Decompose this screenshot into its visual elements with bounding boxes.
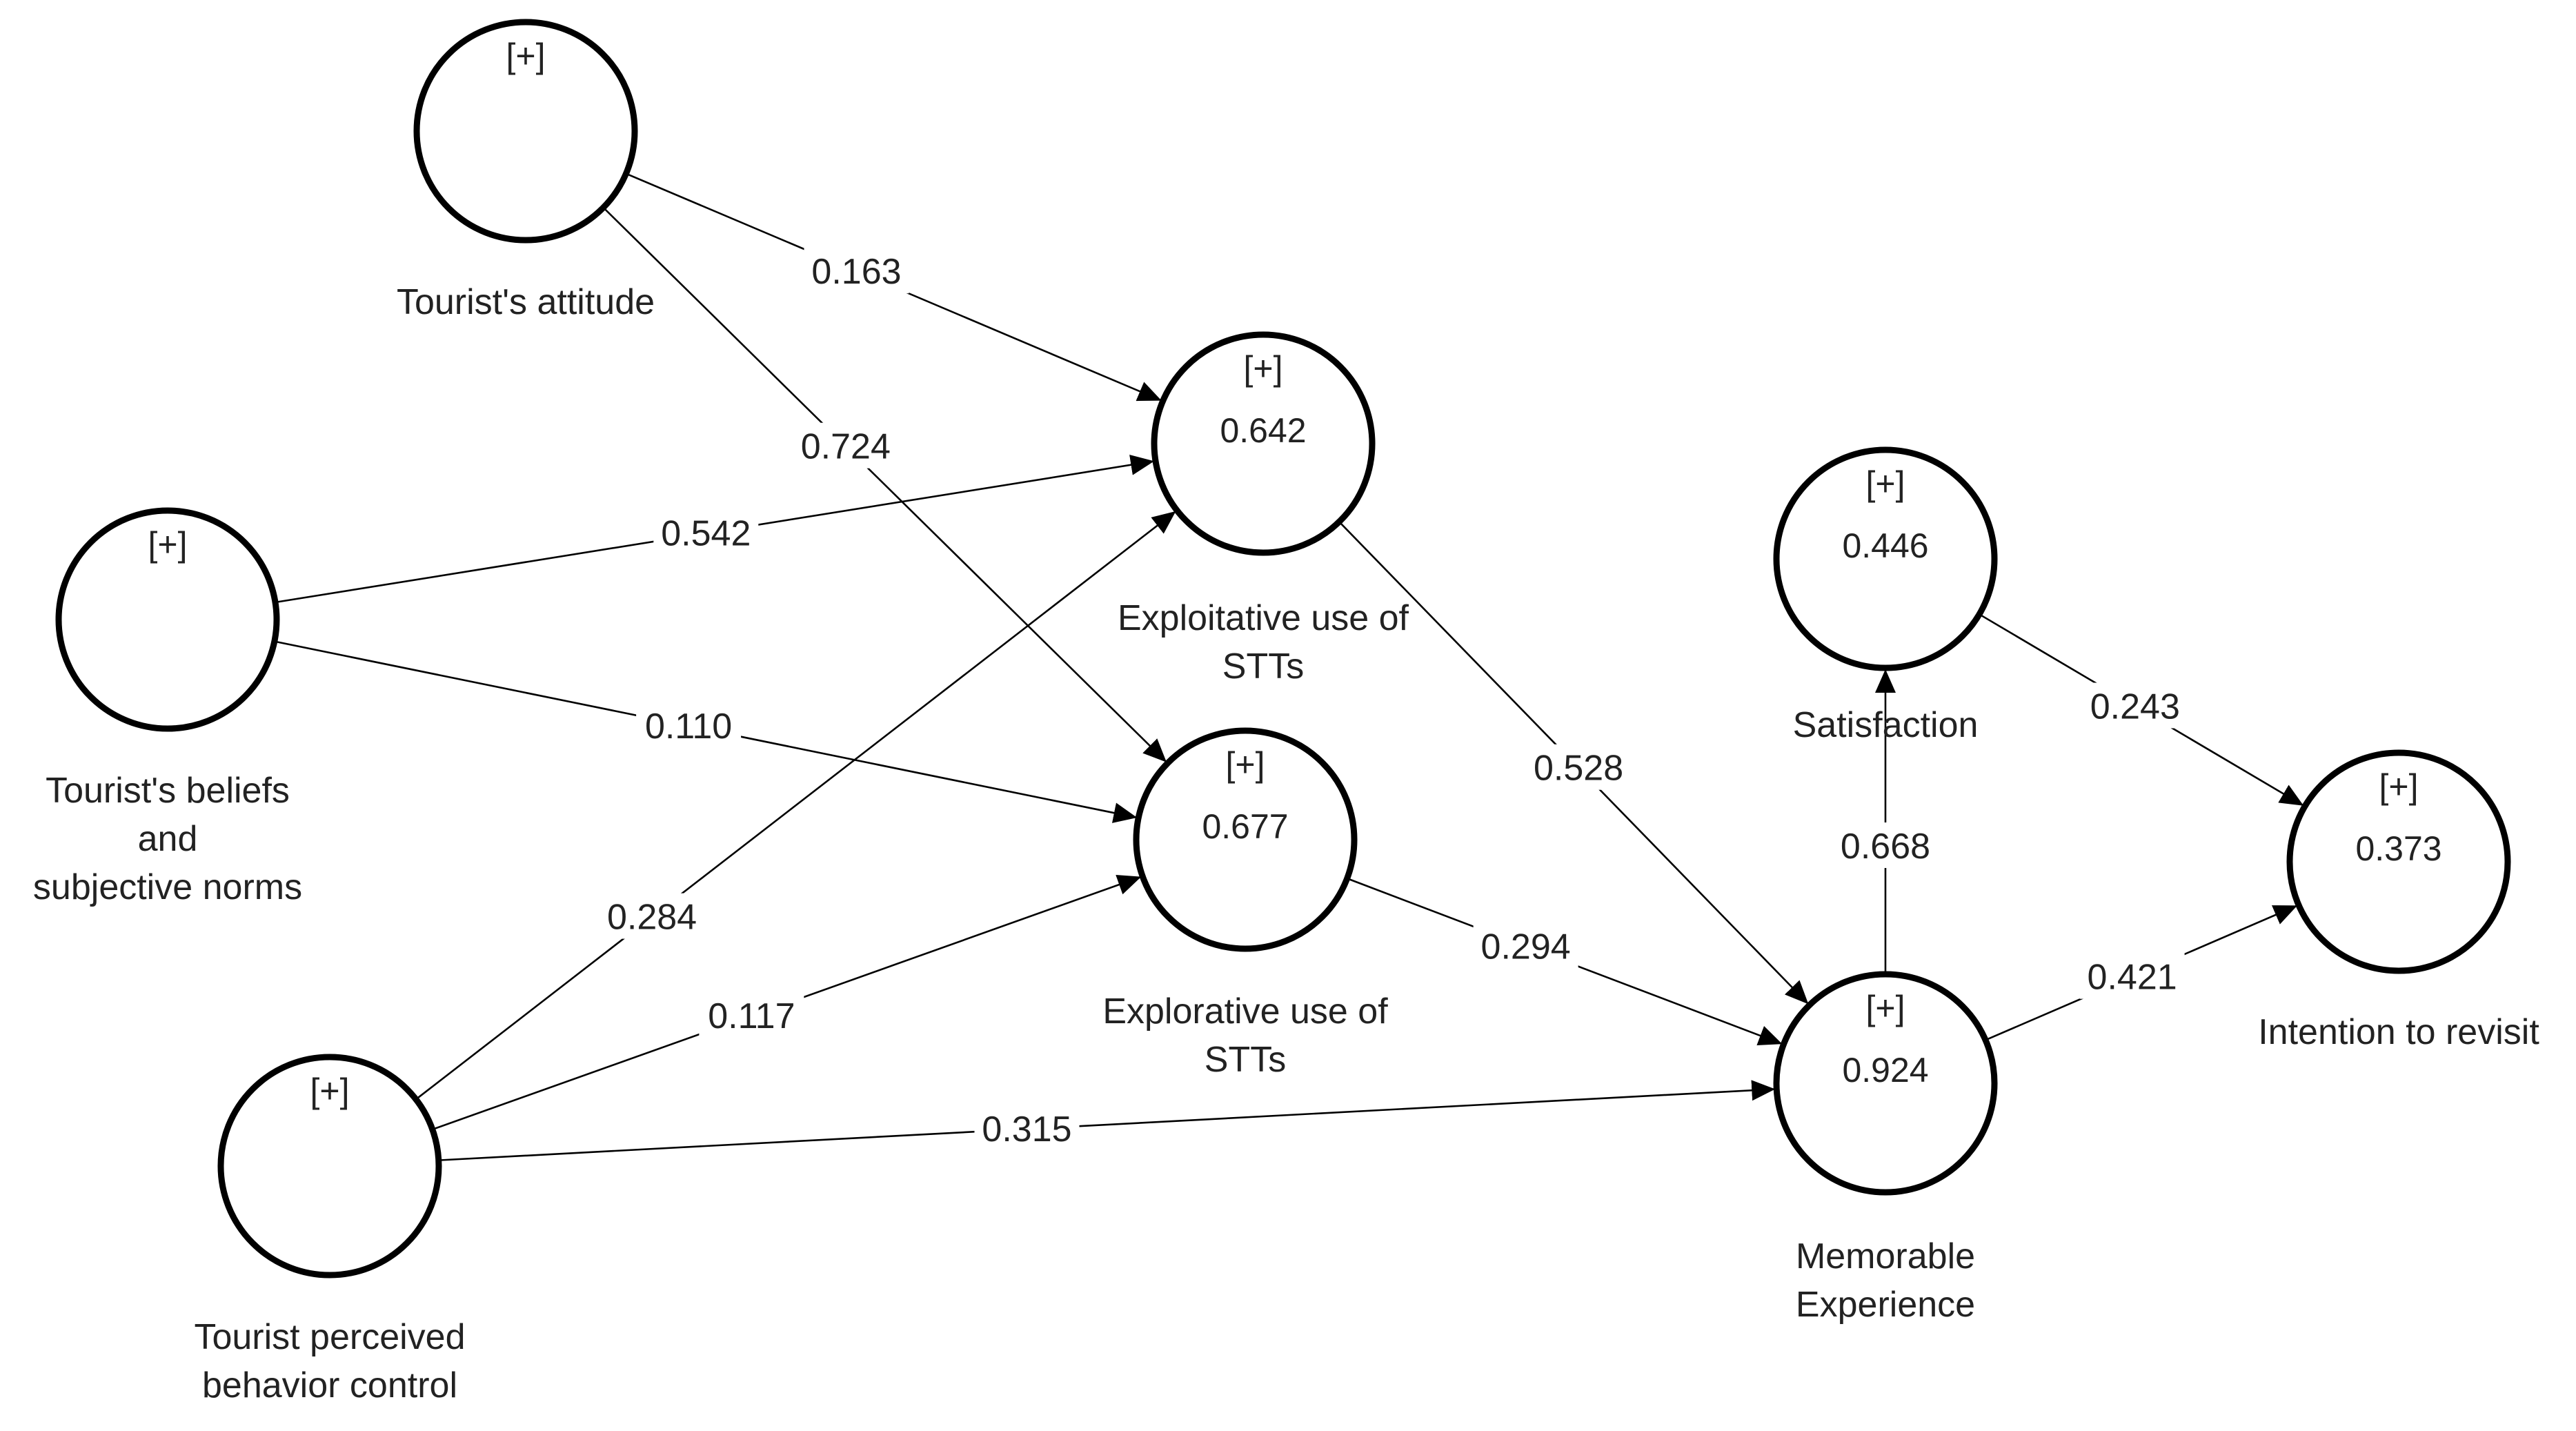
construct-circle[interactable] xyxy=(217,1054,442,1279)
construct-label: Memorable xyxy=(1796,1236,1975,1276)
r-squared-value: 0.446 xyxy=(1842,526,1928,565)
coefficient-label: 0.668 xyxy=(1841,827,1930,867)
expand-toggle[interactable]: [+] xyxy=(506,37,546,75)
path-coefficients: 0.163 0.724 0.542 0.110 0.284 0.117 0.315 0.528… xyxy=(600,248,2188,1152)
construct-circle[interactable] xyxy=(1151,331,1376,556)
coefficient-label: 0.163 xyxy=(811,252,901,292)
construct-circle[interactable] xyxy=(1133,727,1358,952)
coefficient-label: 0.542 xyxy=(661,514,751,554)
r-squared-value: 0.373 xyxy=(2355,829,2441,868)
path-coefficient-attitude-to-explorative: 0.724 xyxy=(793,422,898,468)
construct-circle[interactable] xyxy=(55,507,280,732)
construct-circle[interactable] xyxy=(1773,971,1998,1196)
latent-variable-beliefs[interactable]: [+] Tourist's beliefs and subjective norms xyxy=(33,507,302,907)
coefficient-label: 0.110 xyxy=(645,707,732,747)
path-arrow-control-to-exploitative xyxy=(416,511,1176,1100)
coefficient-label: 0.284 xyxy=(607,898,697,938)
path-coefficient-memorable-to-revisit: 0.421 xyxy=(2079,953,2185,999)
r-squared-value: 0.642 xyxy=(1220,411,1306,450)
expand-toggle[interactable]: [+] xyxy=(2379,767,2419,806)
construct-label: Experience xyxy=(1796,1285,1975,1325)
coefficient-label: 0.528 xyxy=(1534,749,1623,789)
coefficient-label: 0.294 xyxy=(1481,927,1571,967)
r-squared-value: 0.677 xyxy=(1202,807,1288,846)
path-coefficient-beliefs-to-explorative: 0.110 xyxy=(636,702,742,749)
latent-variables: [+] Tourist's attitude [+] Tourist's belief… xyxy=(33,19,2539,1405)
construct-circle[interactable] xyxy=(2286,749,2511,974)
construct-label: and xyxy=(138,819,198,859)
construct-label: Intention to revisit xyxy=(2258,1012,2539,1052)
latent-variable-control[interactable]: [+] Tourist perceived behavior control xyxy=(194,1054,466,1405)
coefficient-label: 0.315 xyxy=(982,1109,1071,1149)
expand-toggle[interactable]: [+] xyxy=(1866,989,1905,1027)
path-coefficient-control-to-memorable: 0.315 xyxy=(974,1105,1080,1152)
construct-circle[interactable] xyxy=(1773,446,1998,671)
construct-label: Tourist's attitude xyxy=(397,282,655,322)
expand-toggle[interactable]: [+] xyxy=(1244,349,1283,388)
expand-toggle[interactable]: [+] xyxy=(310,1072,350,1110)
expand-toggle[interactable]: [+] xyxy=(1226,745,1265,784)
construct-label: behavior control xyxy=(202,1365,457,1405)
path-coefficient-satisfaction-to-revisit: 0.243 xyxy=(2082,682,2188,729)
construct-label: Explorative use of xyxy=(1102,991,1388,1032)
path-coefficient-control-to-exploitative: 0.284 xyxy=(600,893,705,939)
construct-label: Satisfaction xyxy=(1793,705,1979,745)
construct-circle[interactable] xyxy=(413,19,638,244)
construct-label: Exploitative use of xyxy=(1118,598,1409,638)
path-coefficient-control-to-explorative: 0.117 xyxy=(699,992,804,1038)
path-arrow-attitude-to-explorative xyxy=(604,208,1167,762)
latent-variable-attitude[interactable]: [+] Tourist's attitude xyxy=(397,19,655,322)
coefficient-label: 0.724 xyxy=(801,427,891,467)
path-coefficient-explorative-to-memorable: 0.294 xyxy=(1473,922,1578,969)
expand-toggle[interactable]: [+] xyxy=(1866,464,1905,503)
path-coefficient-memorable-to-satisfaction: 0.668 xyxy=(1833,822,1938,869)
construct-label: STTs xyxy=(1222,647,1304,687)
coefficient-label: 0.243 xyxy=(2090,687,2180,727)
construct-label: subjective norms xyxy=(33,867,302,907)
construct-label: STTs xyxy=(1205,1040,1286,1080)
construct-label: Tourist perceived xyxy=(194,1317,465,1357)
path-arrow-control-to-memorable xyxy=(439,1080,1776,1161)
r-squared-value: 0.924 xyxy=(1842,1051,1928,1089)
expand-toggle[interactable]: [+] xyxy=(148,525,188,564)
coefficient-label: 0.117 xyxy=(708,996,795,1036)
path-coefficient-attitude-to-exploitative: 0.163 xyxy=(804,248,909,294)
coefficient-label: 0.421 xyxy=(2088,958,2177,998)
construct-label: Tourist's beliefs xyxy=(46,771,290,811)
path-coefficient-exploitative-to-memorable: 0.528 xyxy=(1526,744,1632,790)
path-coefficient-beliefs-to-exploitative: 0.542 xyxy=(653,509,759,555)
